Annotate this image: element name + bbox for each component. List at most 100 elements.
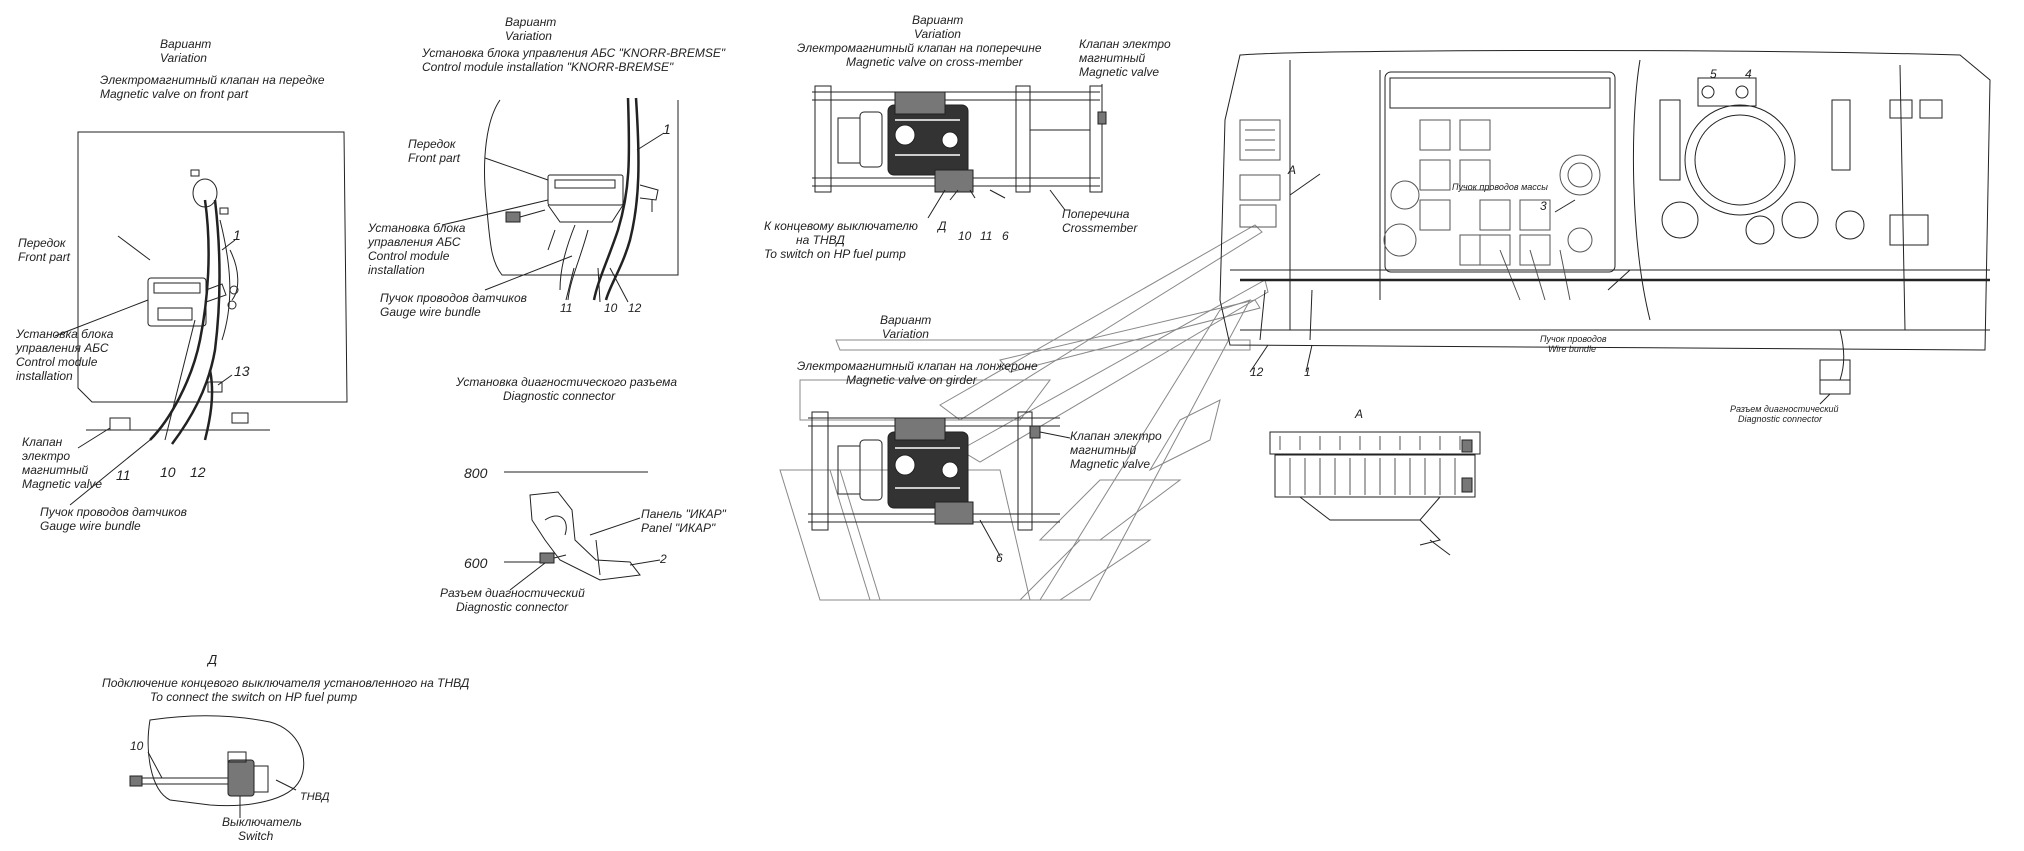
panel-diagnostic: Установка диагностического разъема Diagn… (440, 375, 727, 614)
dash-inner-label: Пучок проводов массы (1452, 182, 1548, 192)
valve-girder-en: Magnetic valve (1070, 457, 1150, 471)
diag-right-ru: Разъем диагностический (1730, 404, 1839, 414)
num-2: 2 (659, 552, 667, 566)
knorr-outline (484, 99, 679, 276)
knorr-install-2: управления АБС (367, 235, 461, 249)
valve-ru-3: магнитный (22, 463, 89, 477)
panel-front-part: Вариант Variation Электромагнитный клапа… (15, 37, 348, 533)
variant-en-2: Variation (505, 29, 552, 43)
knorr-ru: Установка блока управления АБС "KNORR-BR… (421, 46, 726, 60)
mv-front-ru: Электромагнитный клапан на передке (100, 73, 325, 87)
connector-top (192, 178, 218, 208)
knorr-install-4: installation (368, 263, 425, 277)
to-switch-ru-2: на ТНВД (796, 233, 845, 247)
num-4: 4 (1745, 67, 1752, 81)
num-11-d: 11 (980, 229, 992, 243)
mv-cross-en: Magnetic valve on cross-member (846, 55, 1024, 69)
variant-ru-2: Вариант (505, 15, 556, 29)
crossmember-ru: Поперечина (1062, 207, 1130, 221)
num-5: 5 (1710, 67, 1717, 81)
gauge-ru-1: Пучок проводов датчиков (40, 505, 187, 519)
mv-front-en: Magnetic valve on front part (100, 87, 249, 101)
mv-cross-ru: Электромагнитный клапан на поперечине (797, 41, 1042, 55)
wire-bundle-main (149, 199, 210, 441)
panel-view-a: A (1269, 407, 1481, 556)
valve-top-en: Magnetic valve (1079, 65, 1159, 79)
d-outline (147, 715, 305, 807)
diag-right-en: Diagnostic connector (1738, 414, 1823, 424)
d-letter: Д (206, 652, 217, 667)
chassis-rail-top (812, 91, 1100, 101)
num-13: 13 (234, 363, 250, 379)
diag-conn-en: Diagnostic connector (456, 600, 569, 614)
arrow-outline-shapes (779, 224, 1269, 601)
mv-girder-en: Magnetic valve on girder (846, 373, 978, 387)
front-part-ru-2: Передок (408, 137, 457, 151)
valve-ru-1: Клапан (22, 435, 63, 449)
diag-connector-plug (539, 552, 555, 564)
to-switch-ru-1: К концевому выключателю (764, 219, 918, 233)
view-a-label: A (1287, 163, 1296, 177)
gauge-en-2: Gauge wire bundle (380, 305, 481, 319)
tnvd-label: ТНВД (300, 791, 330, 803)
variant-ru-4: Вариант (880, 313, 931, 327)
engine-top (887, 91, 974, 193)
front-part-outline (77, 131, 348, 403)
panel-girder: Вариант Variation Электромагнитный клапа… (779, 224, 1269, 601)
front-part-en-2: Front part (408, 151, 461, 165)
knorr-install-3: Control module (368, 249, 450, 263)
fuse-strip-top (1269, 431, 1481, 455)
panel-ru: Панель "ИКАР" (641, 507, 727, 521)
d-letter-2: Д (936, 219, 947, 233)
variant-en-3: Variation (914, 27, 961, 41)
valve-girder-ru-2: магнитный (1070, 443, 1137, 457)
d-title-ru: Подключение концевого выключателя устано… (102, 676, 470, 690)
wire-bundle-b (170, 199, 221, 445)
wire-bundle-en: Wire bundle (1548, 344, 1596, 354)
abs-install-3: Control module (16, 355, 98, 369)
num-10-d: 10 (958, 229, 972, 243)
abs-install-2: управления АБС (15, 341, 109, 355)
front-part-en: Front part (18, 250, 71, 264)
panel-en: Panel "ИКАР" (641, 521, 716, 535)
wire-bundle-ru: Пучок проводов (1540, 334, 1607, 344)
variant-ru-3: Вариант (912, 13, 963, 27)
num-6-b: 6 (996, 551, 1003, 565)
abs-module (147, 277, 207, 327)
num-10-c: 10 (130, 739, 144, 753)
variant-en-4: Variation (882, 327, 929, 341)
knorr-connector (505, 211, 521, 223)
valve-top-ru-2: магнитный (1079, 51, 1146, 65)
num-11-b: 11 (560, 301, 572, 315)
mv-girder-ru: Электромагнитный клапан на лонжероне (797, 359, 1038, 373)
valve-ru-2: электро (22, 449, 70, 463)
diag-title-en: Diagnostic connector (503, 389, 616, 403)
switch-body (227, 759, 255, 797)
diag-title-ru: Установка диагностического разъема (455, 375, 677, 389)
crossmember-en: Crossmember (1062, 221, 1138, 235)
variant-ru-1: Вариант (160, 37, 211, 51)
num-12-b: 12 (628, 301, 642, 315)
dashboard-outline (1219, 49, 1991, 351)
panel-knorr: Вариант Variation Установка блока управл… (367, 15, 726, 319)
view-a-title: A (1354, 407, 1363, 421)
dim-600: 600 (464, 555, 488, 571)
switch-en: Switch (238, 829, 274, 843)
switch-ru: Выключатель (222, 815, 302, 829)
dim-800: 800 (464, 465, 488, 481)
gauge-ru-2: Пучок проводов датчиков (380, 291, 527, 305)
valve-en: Magnetic valve (22, 477, 102, 491)
num-6-a: 6 (1002, 229, 1009, 243)
d-title-en: To connect the switch on HP fuel pump (150, 690, 358, 704)
to-switch-en: To switch on HP fuel pump (764, 247, 906, 261)
engine-bottom (887, 417, 974, 525)
valve-girder-ru-1: Клапан электро (1070, 429, 1162, 443)
num-10-b: 10 (604, 301, 618, 315)
num-12-a: 12 (190, 464, 206, 480)
num-1-e: 1 (1304, 365, 1311, 379)
abs-install-4: installation (16, 369, 73, 383)
main-gauge (1684, 104, 1796, 216)
front-part-ru: Передок (18, 236, 67, 250)
panel-d-switch: Д Подключение концевого выключателя уста… (102, 652, 470, 843)
